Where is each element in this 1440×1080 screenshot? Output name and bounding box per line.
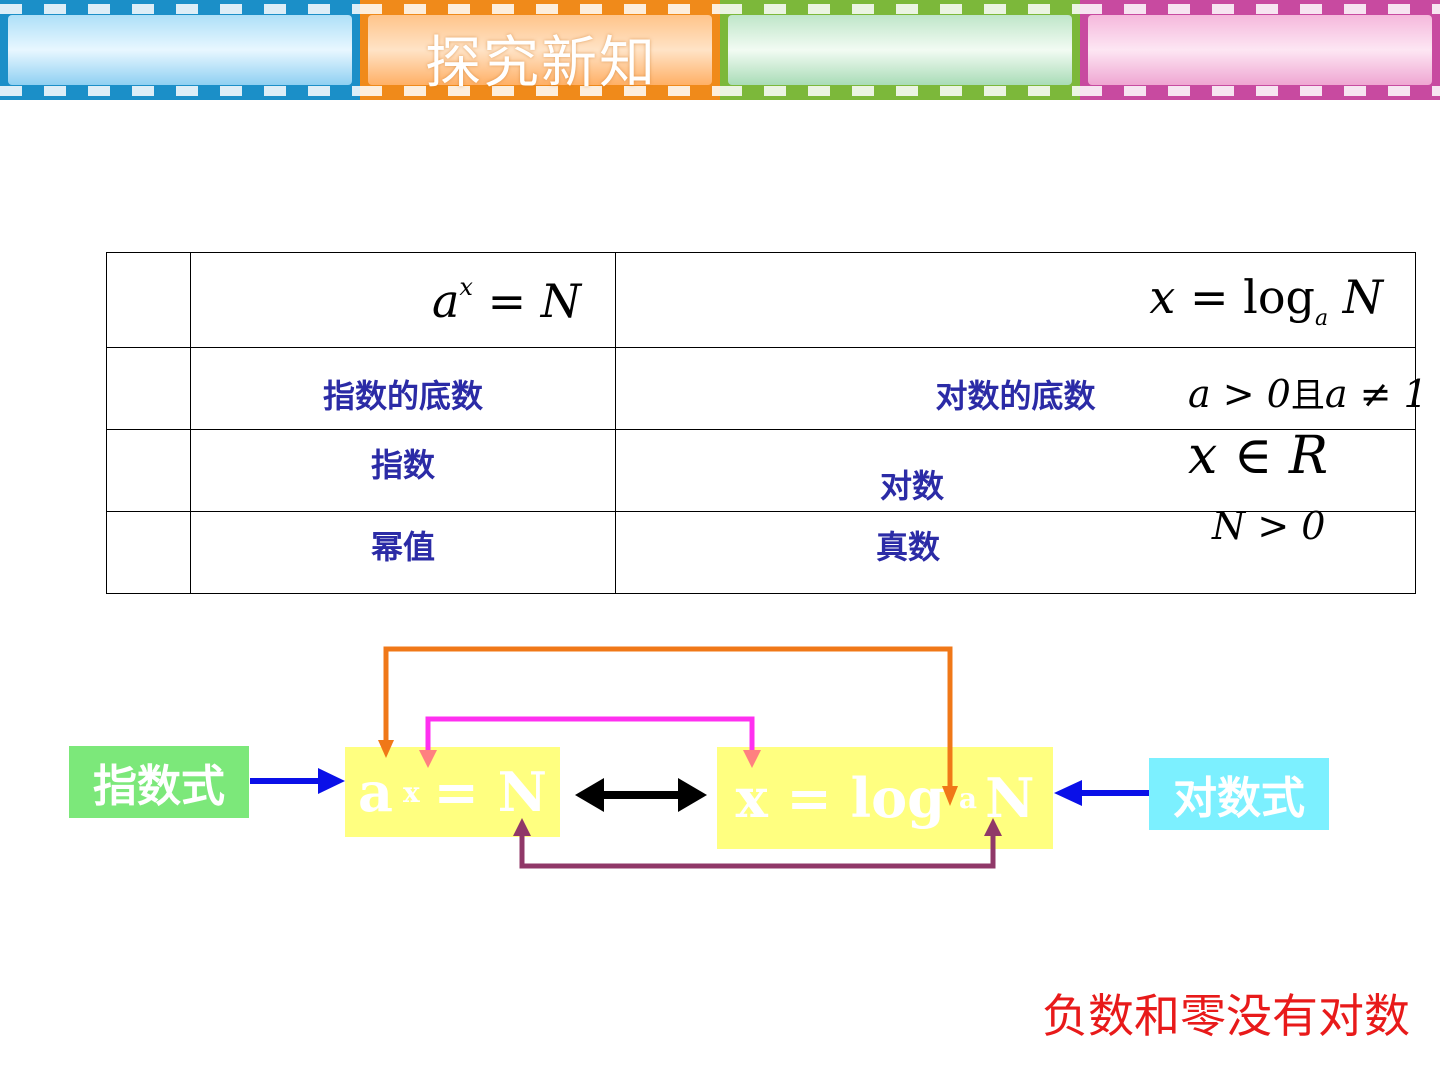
log-formula: x = loga N <box>1149 269 1383 331</box>
arrow-exp-to-box <box>250 768 345 794</box>
table-row: 幂值 真数 <box>106 511 1416 594</box>
film-strip-banner: 探究新知 <box>0 0 1440 100</box>
value-condition: N > 0 <box>1212 504 1326 548</box>
log-formula-cell: x = loga N <box>615 252 1416 348</box>
table-row: ax = = NN x = loga N <box>106 252 1416 348</box>
table-cell-empty <box>106 429 191 512</box>
banner-segment-green <box>720 0 1080 100</box>
exponent-condition: x ∈ R <box>1188 426 1329 486</box>
comparison-table: ax = = NN x = loga N 指数的底数 对数的底数 指数 对数 幂… <box>106 252 1416 594</box>
double-arrow-equivalence <box>575 778 707 812</box>
table-cell: 幂值 <box>190 511 616 594</box>
page-title: 探究新知 <box>425 31 657 96</box>
table-cell-empty <box>106 347 191 430</box>
exp-formula-cell: ax = = NN <box>190 252 616 348</box>
note-text: 负数和零没有对数 <box>1042 989 1410 1043</box>
table-cell-empty <box>106 511 191 594</box>
exp-formula: ax = = NN <box>431 272 581 328</box>
table-cell: 指数的底数 <box>190 347 616 430</box>
banner-segment-blue <box>0 0 360 100</box>
table-cell: 真数 <box>615 511 1416 594</box>
banner-segment-pink <box>1080 0 1440 100</box>
table-row: 指数的底数 对数的底数 <box>106 347 1416 430</box>
exponential-form-label: 指数式 <box>69 746 249 818</box>
banner-segment-orange <box>360 0 720 100</box>
table-cell: 指数 <box>190 429 616 512</box>
table-cell: 对数的底数 <box>615 347 1416 430</box>
base-condition: a > 0且a ≠ 1 <box>1188 372 1428 416</box>
arrow-log-to-box <box>1054 780 1149 806</box>
logarithmic-form-label: 对数式 <box>1149 758 1329 830</box>
table-cell-empty <box>106 252 191 348</box>
